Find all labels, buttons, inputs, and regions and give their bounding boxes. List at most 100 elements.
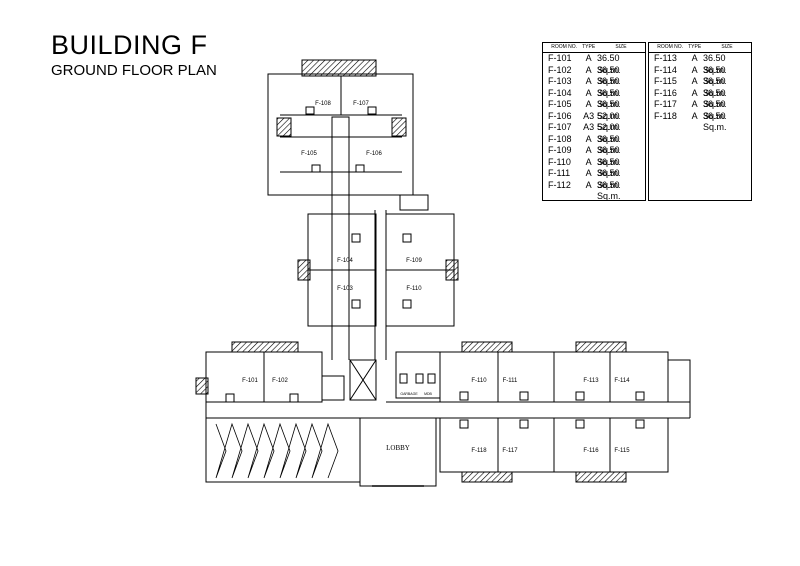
west-wing (195, 341, 323, 403)
room-type: A (585, 145, 592, 155)
header-size: SIZE (721, 44, 733, 50)
room-no: F-116 (654, 87, 677, 98)
bath-block (391, 117, 407, 137)
covered-outline (205, 417, 361, 483)
fixture (519, 391, 529, 401)
fixture (367, 106, 377, 115)
room-no: F-114 (654, 64, 677, 75)
room-label: F-114 (614, 378, 630, 384)
room-size: 36.50 Sq.m. (702, 53, 727, 75)
room-no: F-101 (548, 53, 572, 63)
west-roof (231, 341, 299, 353)
room-type: A (585, 64, 592, 75)
fixture (427, 373, 436, 384)
room-size: 36.50 Sq.m. (596, 64, 621, 87)
fixture (459, 419, 469, 429)
room-no: F-105 (548, 99, 572, 109)
room-no: F-118 (654, 110, 677, 121)
room-label: F-118 (471, 448, 487, 454)
room-label: F-111 (503, 378, 518, 384)
table-row: F-115 A 36.50 Sq.m. (649, 76, 751, 98)
room-size: 36.50 Sq.m. (702, 76, 727, 98)
room-size: 36.50 Sq.m. (596, 168, 621, 190)
room-type: A (585, 87, 592, 98)
fixture (225, 393, 235, 403)
room-label: F-109 (406, 258, 422, 264)
fixture (311, 164, 321, 173)
fixture (459, 391, 469, 401)
fixture (351, 299, 361, 309)
fixture (355, 164, 365, 173)
mdb-label: MDB (424, 392, 432, 396)
room-size: 36.50 Sq.m. (596, 76, 621, 98)
room-size: 36.50 Sq.m. (596, 156, 621, 179)
room-type: A (691, 99, 698, 109)
east-wing-south (439, 417, 669, 483)
page-subtitle: GROUND FLOOR PLAN (51, 62, 217, 79)
elevator-line (349, 359, 377, 401)
top-roof-strip (301, 59, 377, 77)
header-type: TYPE (688, 44, 702, 50)
room-no: F-107 (548, 122, 572, 132)
header-type: TYPE (582, 44, 596, 50)
room-type: A (585, 133, 592, 144)
room-no: F-113 (654, 53, 677, 63)
room-no: F-103 (548, 76, 572, 86)
room-type: A (585, 99, 592, 109)
stair-west (321, 375, 345, 401)
room-no: F-109 (548, 145, 572, 155)
east-south-roof (575, 471, 627, 483)
room-no: F-104 (548, 87, 572, 98)
fixture (635, 391, 645, 401)
room-no: F-102 (548, 64, 572, 75)
east-roof (461, 341, 513, 353)
room-type: A (585, 53, 592, 63)
room-size: 36.50 Sq.m. (596, 99, 621, 121)
room-no: F-110 (548, 156, 571, 167)
room-label: F-115 (614, 448, 630, 454)
stair-east (667, 359, 691, 403)
room-type: A (585, 156, 592, 167)
room-size: 36.50 Sq.m. (596, 133, 621, 156)
room-type: A (691, 53, 698, 63)
room-type: A (691, 76, 698, 86)
spine (331, 195, 387, 360)
room-size: 36.50 Sq.m. (702, 110, 727, 133)
page-title: BUILDING F (51, 30, 208, 60)
header-room: ROOM NO. (551, 44, 578, 50)
room-type: A3 (583, 110, 595, 121)
east-wing-north (439, 341, 691, 403)
middle-block (297, 213, 459, 327)
room-type: A (585, 168, 592, 178)
bath-block (195, 377, 209, 395)
room-no: F-106 (548, 110, 572, 121)
room-size: 36.50 Sq.m. (596, 87, 621, 110)
room-type: A (585, 76, 592, 86)
room-type: A3 (583, 122, 595, 132)
header-size: SIZE (615, 44, 627, 50)
lobby-label: LOBBY (386, 444, 410, 452)
main-corridor (205, 401, 691, 419)
fixture (575, 419, 585, 429)
lobby (359, 417, 437, 487)
room-label: F-117 (502, 448, 518, 454)
stair (399, 194, 429, 211)
room-no: F-115 (654, 76, 677, 86)
room-label: F-105 (301, 151, 317, 157)
bath-block (276, 117, 292, 137)
room-label: F-113 (583, 378, 599, 384)
room-no: F-112 (548, 179, 571, 190)
room-no: F-111 (548, 168, 571, 178)
room-type: A (585, 179, 592, 190)
top-corridor (331, 116, 350, 196)
